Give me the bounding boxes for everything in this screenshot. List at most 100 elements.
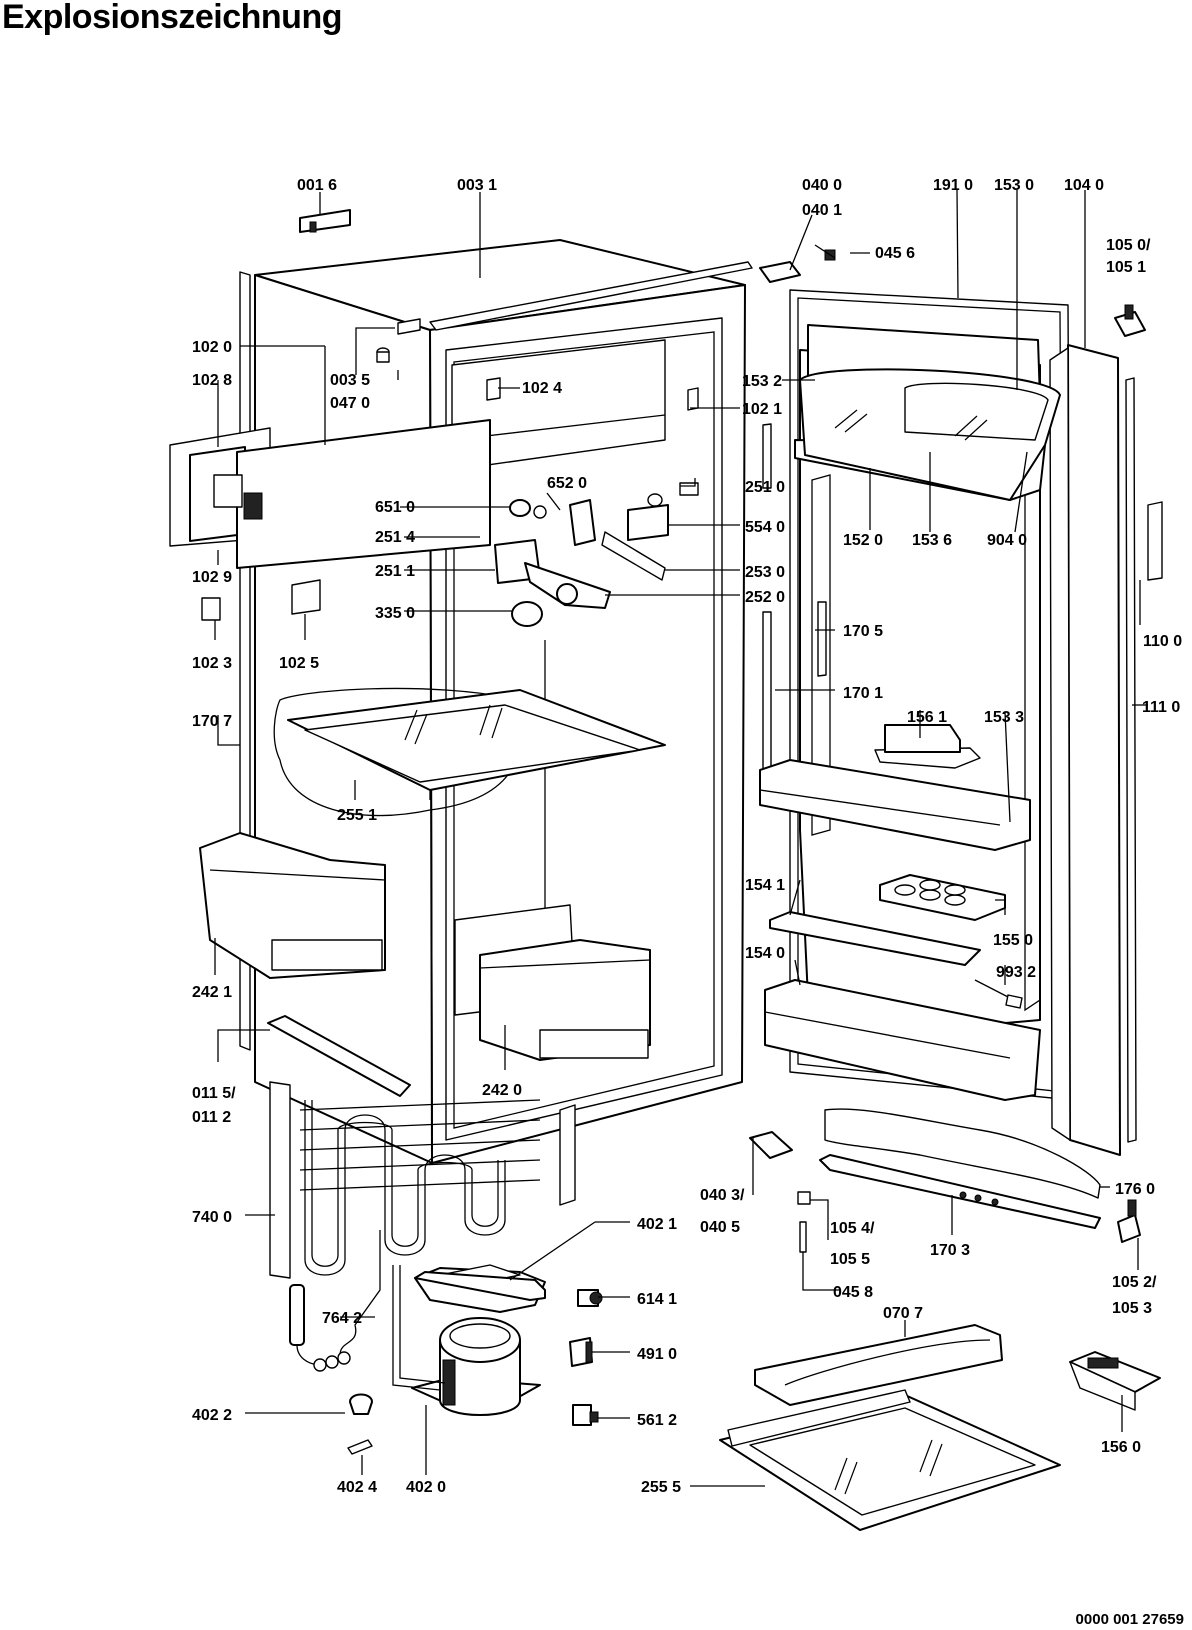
label-4021: 402 1 [637, 1216, 677, 1233]
label-1561: 156 1 [907, 709, 947, 726]
label-0403: 040 3/ [700, 1187, 745, 1204]
label-2520: 252 0 [745, 589, 785, 606]
label-2551: 255 1 [337, 807, 377, 824]
part-105-4 [797, 1191, 811, 1205]
label-1053: 105 3 [1112, 1300, 1152, 1317]
egg-tray-155-0 [879, 874, 1006, 921]
door-shelf-154-0 [764, 979, 1041, 1101]
part-561-2 [572, 1404, 599, 1426]
label-1051: 105 1 [1106, 259, 1146, 276]
label-1054: 105 4/ [830, 1220, 875, 1237]
label-1520: 152 0 [843, 532, 883, 549]
label-1560: 156 0 [1101, 1439, 1141, 1456]
label-1530: 153 0 [994, 177, 1034, 194]
label-5540: 554 0 [745, 519, 785, 536]
label-0405: 040 5 [700, 1219, 740, 1236]
part-491-0 [569, 1337, 593, 1367]
door-bottom-trim [819, 1108, 1101, 1229]
label-2511: 251 1 [375, 563, 415, 580]
label-9040: 904 0 [987, 532, 1027, 549]
bottle-rack-154-1 [769, 911, 981, 966]
freezer-door [169, 419, 491, 569]
hinge-040-0 [759, 244, 836, 283]
label-1532: 153 2 [742, 373, 782, 390]
label-1028: 102 8 [192, 372, 232, 389]
hinge-040-3 [749, 1131, 793, 1159]
label-0400: 040 0 [802, 177, 842, 194]
part-102-3 [201, 597, 221, 621]
part-402-2 [349, 1393, 373, 1415]
label-1536: 153 6 [912, 532, 952, 549]
label-6141: 614 1 [637, 1291, 677, 1308]
part-156-0 [1069, 1351, 1161, 1411]
label-7400: 740 0 [192, 1209, 232, 1226]
label-0031: 003 1 [457, 177, 497, 194]
label-1029: 102 9 [192, 569, 232, 586]
label-5612: 561 2 [637, 1412, 677, 1429]
label-1760: 176 0 [1115, 1181, 1155, 1198]
label-1707: 170 7 [192, 713, 232, 730]
label-2421: 242 1 [192, 984, 232, 1001]
part-993-2 [974, 979, 1023, 1009]
part-614-1 [577, 1289, 603, 1307]
thermostat-assembly [494, 482, 699, 627]
label-1023: 102 3 [192, 655, 232, 672]
crisper-242-1 [199, 832, 386, 979]
label-0115: 011 5/ [192, 1085, 236, 1102]
freezer-flap [794, 324, 1061, 501]
hinge-001-6 [299, 209, 351, 233]
label-4022: 402 2 [192, 1407, 232, 1424]
label-1040: 104 0 [1064, 177, 1104, 194]
part-045-8 [799, 1221, 807, 1253]
label-0112: 011 2 [192, 1109, 231, 1126]
butter-box-156-1 [874, 724, 981, 769]
label-1021: 102 1 [742, 401, 782, 418]
part-102-5 [291, 579, 321, 615]
label-0035: 003 5 [330, 372, 370, 389]
label-6520: 652 0 [547, 475, 587, 492]
label-0456: 045 6 [875, 245, 915, 262]
crisper-242-0 [454, 904, 651, 1061]
label-1100: 110 0 [1143, 633, 1182, 650]
part-labels: 001 6 003 1 040 0 040 1 045 6 191 0 153 … [192, 177, 1182, 1496]
label-0458: 045 8 [833, 1284, 873, 1301]
label-4020: 402 0 [406, 1479, 446, 1496]
label-0707: 070 7 [883, 1305, 923, 1322]
label-2420: 242 0 [482, 1082, 522, 1099]
document-id: 0000 001 27659 [1075, 1611, 1184, 1628]
hinge-105-0 [1114, 304, 1146, 337]
page-title: Explosionszeichnung [2, 0, 342, 36]
label-4024: 402 4 [337, 1479, 377, 1496]
label-1705: 170 5 [843, 623, 883, 640]
label-1550: 155 0 [993, 932, 1033, 949]
label-1533: 153 3 [984, 709, 1024, 726]
glass-shelf-255-1 [273, 687, 666, 817]
label-2530: 253 0 [745, 564, 785, 581]
label-0401: 040 1 [802, 202, 842, 219]
hinge-105-2 [1117, 1199, 1141, 1243]
label-1110: 111 0 [1142, 699, 1180, 716]
label-1024: 102 4 [522, 380, 562, 397]
light-cover-102-4 [486, 377, 501, 401]
label-1701: 170 1 [843, 685, 883, 702]
condenser-740-0 [269, 1081, 576, 1279]
drier-764-2 [289, 1230, 381, 1372]
door-shelf-153-3 [759, 759, 1031, 851]
label-7642: 764 2 [322, 1310, 362, 1327]
leader-lines [214, 189, 1148, 1487]
bracket-003-5 [376, 318, 421, 363]
label-6510: 651 0 [375, 499, 415, 516]
label-2510: 251 0 [745, 479, 785, 496]
label-2514: 251 4 [375, 529, 415, 546]
label-1540: 154 0 [745, 945, 785, 962]
label-0016: 001 6 [297, 177, 337, 194]
label-4910: 491 0 [637, 1346, 677, 1363]
label-1020: 102 0 [192, 339, 232, 356]
label-1050: 105 0/ [1106, 237, 1151, 254]
label-0470: 047 0 [330, 395, 370, 412]
label-1055: 105 5 [830, 1251, 870, 1268]
glass-shelf-255-5 [719, 1389, 1061, 1531]
label-1052: 105 2/ [1112, 1274, 1157, 1291]
label-9932: 993 2 [996, 964, 1036, 981]
